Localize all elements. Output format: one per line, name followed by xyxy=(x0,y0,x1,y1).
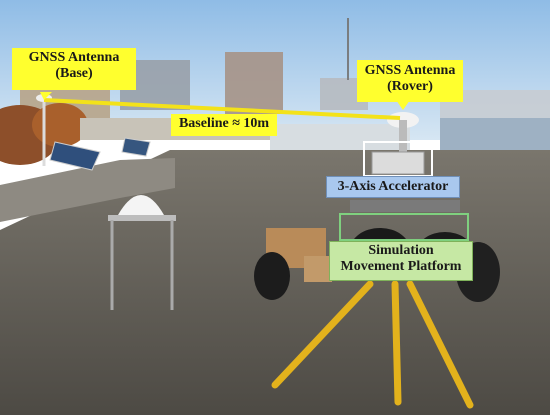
platform-label-line1: Simulation xyxy=(368,243,434,258)
far-shed xyxy=(270,124,410,152)
solar-panel xyxy=(49,137,151,171)
baseline-line xyxy=(43,98,401,120)
rover-antenna-label: GNSS Antenna (Rover) xyxy=(357,60,463,102)
rover-antenna-label-line1: GNSS Antenna xyxy=(364,63,456,78)
platform-frame xyxy=(339,213,469,241)
rover-pointer xyxy=(396,100,410,110)
rover-antenna-label-line2: (Rover) xyxy=(387,79,433,95)
baseline-label: Baseline ≈ 10m xyxy=(171,114,277,136)
reference-dome-stand xyxy=(108,195,176,310)
accelerometer-label: 3-Axis Accelerator xyxy=(326,176,460,198)
platform-label-line2: Movement Platform xyxy=(340,259,462,275)
base-antenna-label: GNSS Antenna (Base) xyxy=(12,48,136,90)
tripod xyxy=(271,280,474,409)
accelerometer-box xyxy=(371,151,425,175)
platform-label: Simulation Movement Platform xyxy=(329,241,473,281)
base-antenna-label-line2: (Base) xyxy=(55,66,93,82)
base-antenna-label-line1: GNSS Antenna xyxy=(28,50,120,65)
left-parapet xyxy=(0,158,175,222)
base-pointer xyxy=(40,92,52,100)
backpack xyxy=(254,252,290,300)
